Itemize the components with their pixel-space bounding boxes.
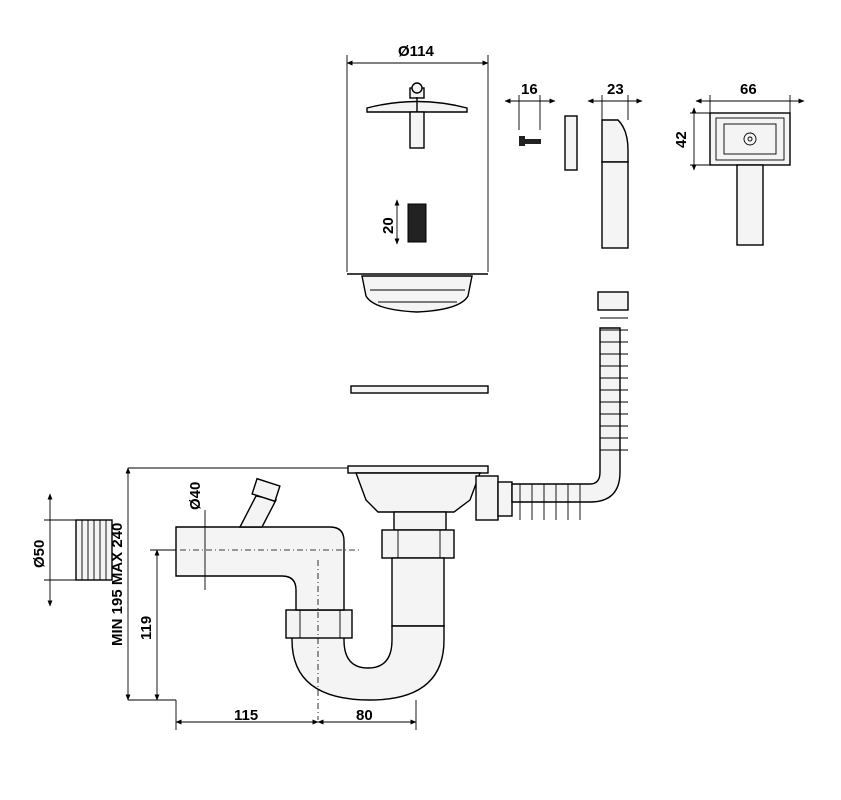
siphon-assembly [175, 291, 629, 720]
strainer-plug-detail [346, 55, 489, 274]
dimension-lines [125, 467, 417, 730]
overflow-depth-label: 23 [607, 81, 624, 98]
outlet-diameter-label: Ø50 [31, 540, 48, 568]
outlet-pipe-detail [44, 493, 113, 607]
overflow-height-label: 42 [673, 131, 690, 148]
screw-detail [504, 95, 556, 146]
bolt-length-label: 20 [380, 217, 397, 234]
trap-height-label: 119 [138, 616, 155, 640]
strainer-diameter-label: Ø114 [398, 43, 435, 60]
height-range-label: MIN 195 MAX 240 [109, 523, 126, 646]
trap-offset-label: 80 [356, 707, 373, 724]
overflow-front-detail [690, 95, 805, 246]
outlet-offset-label: 115 [234, 707, 258, 724]
overflow-width-label: 66 [740, 81, 757, 98]
screw-length-label: 16 [521, 81, 538, 98]
strainer-basket [347, 273, 488, 313]
overflow-side-detail [564, 95, 643, 249]
gasket [350, 385, 489, 394]
inlet-diameter-label: Ø40 [187, 482, 204, 510]
